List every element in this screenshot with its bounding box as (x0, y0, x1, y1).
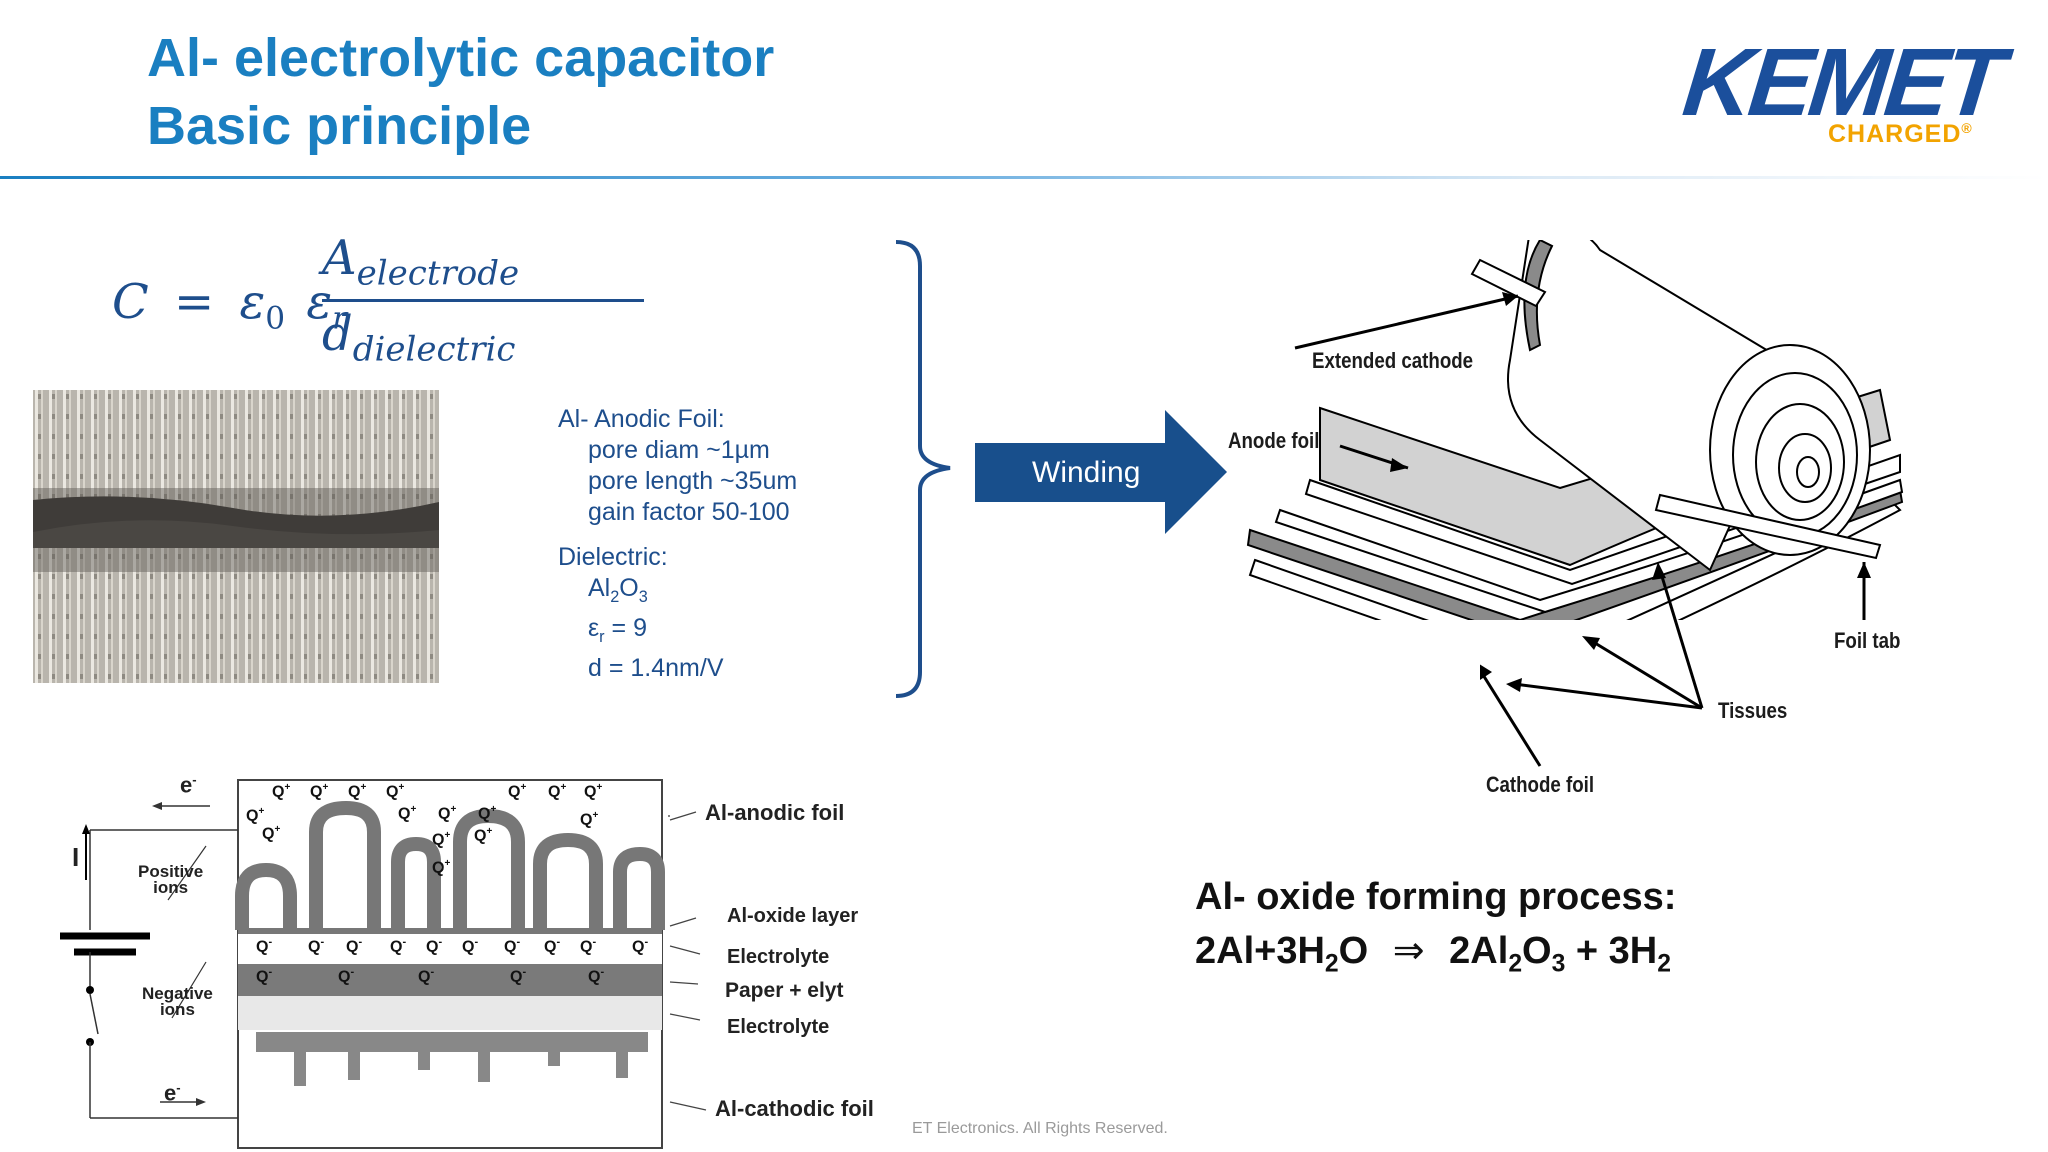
logo-tagline: CHARGED® (1828, 120, 1973, 148)
label-electrolyte-top: Electrolyte (727, 946, 830, 968)
formula-denominator: ddielectric (322, 306, 516, 370)
current-label: I (72, 842, 80, 872)
q-minus: Q- (580, 936, 597, 956)
pore-diameter: pore diam ~1µm (588, 436, 770, 464)
dielectric-heading: Dielectric: (558, 543, 668, 571)
label-foil-tab: Foil tab (1834, 628, 1901, 653)
q-plus: Q+ (580, 810, 599, 829)
q-plus: Q+ (548, 782, 567, 801)
oxide-forming-title: Al- oxide forming process: (1195, 876, 1677, 918)
q-minus: Q- (418, 966, 435, 986)
label-anode-foil: Anode foil (1228, 428, 1320, 453)
dielectric-material: Al2O3 (588, 574, 648, 606)
electron-bottom: e- (164, 1080, 181, 1106)
diagram-callout-arrows (1480, 562, 1704, 767)
label-al-cathodic-foil: Al-cathodic foil (715, 1096, 874, 1121)
title-rule (0, 176, 2048, 179)
electron-top: e- (180, 772, 197, 798)
q-plus: Q+ (348, 782, 367, 801)
q-minus: Q- (338, 966, 355, 986)
gain-factor: gain factor 50-100 (588, 498, 790, 526)
q-plus: Q+ (432, 858, 451, 877)
winding-arrow (975, 410, 1227, 534)
footer-copyright: ET Electronics. All Rights Reserved. (912, 1120, 1168, 1137)
q-plus: Q+ (432, 830, 451, 849)
q-minus: Q- (390, 936, 407, 956)
cross-section-diagram (60, 779, 670, 1149)
q-plus: Q+ (272, 782, 291, 801)
oxide-forming-equation: 2Al+3H2O ⇒ 2Al2O3 + 3H2 (1195, 930, 1671, 978)
label-cathode-foil: Cathode foil (1486, 772, 1595, 797)
permittivity: εr = 9 (588, 614, 647, 646)
q-minus: Q- (504, 936, 521, 956)
title-line-2: Basic principle (147, 96, 532, 156)
thickness: d = 1.4nm/V (588, 654, 724, 682)
pore-length: pore length ~35um (588, 467, 798, 495)
slide-title: Al- electrolytic capacitor Basic princip… (147, 24, 774, 160)
winding-label: Winding (1032, 456, 1141, 489)
q-minus: Q- (256, 966, 273, 986)
q-plus: Q+ (438, 804, 457, 823)
layer-label-pointers (669, 811, 707, 1111)
q-minus: Q- (426, 936, 443, 956)
capacitance-formula: C = ε0 εr Aelectrode ddielectric (112, 230, 644, 370)
q-plus: Q+ (508, 782, 527, 801)
q-minus: Q- (346, 936, 363, 956)
q-minus: Q- (308, 936, 325, 956)
q-minus: Q- (256, 936, 273, 956)
q-plus: Q+ (262, 824, 281, 843)
anodic-foil-specs: Al- Anodic Foil: pore diam ~1µm pore len… (558, 404, 797, 684)
formula-numerator: Aelectrode (322, 230, 520, 294)
label-paper-elyt: Paper + elyt (725, 979, 844, 1002)
winding-diagram (1246, 240, 1904, 620)
q-plus: Q+ (398, 804, 417, 823)
title-line-1: Al- electrolytic capacitor (147, 28, 775, 88)
q-plus: Q+ (386, 782, 405, 801)
label-al-oxide-layer: Al-oxide layer (727, 905, 859, 927)
charge-markers: Q+ Q+ Q+ Q+ Q+ Q+ Q+ Q+ Q+ Q+ Q+ Q+ Q+ Q… (60, 770, 670, 1150)
anodic-foil-micrograph (33, 390, 439, 683)
label-al-anodic-foil: Al-anodic foil (705, 800, 845, 825)
label-extended-cathode: Extended cathode (1312, 348, 1474, 373)
q-plus: Q+ (584, 782, 603, 801)
anodic-foil-heading: Al- Anodic Foil: (558, 405, 725, 433)
label-electrolyte-bottom: Electrolyte (727, 1016, 830, 1038)
grouping-brace (895, 240, 951, 698)
q-minus: Q- (588, 966, 605, 986)
q-minus: Q- (632, 936, 649, 956)
q-minus: Q- (510, 966, 527, 986)
q-plus: Q+ (246, 806, 265, 825)
q-plus: Q+ (474, 826, 493, 845)
q-minus: Q- (544, 936, 561, 956)
q-minus: Q- (462, 936, 479, 956)
q-plus: Q+ (478, 804, 497, 823)
kemet-logo: KEMET CHARGED® (1678, 29, 2005, 154)
q-plus: Q+ (310, 782, 329, 801)
label-tissues: Tissues (1718, 698, 1788, 723)
formula-lhs: C = ε0 εr (112, 274, 348, 337)
formula-fraction-bar (322, 299, 644, 302)
